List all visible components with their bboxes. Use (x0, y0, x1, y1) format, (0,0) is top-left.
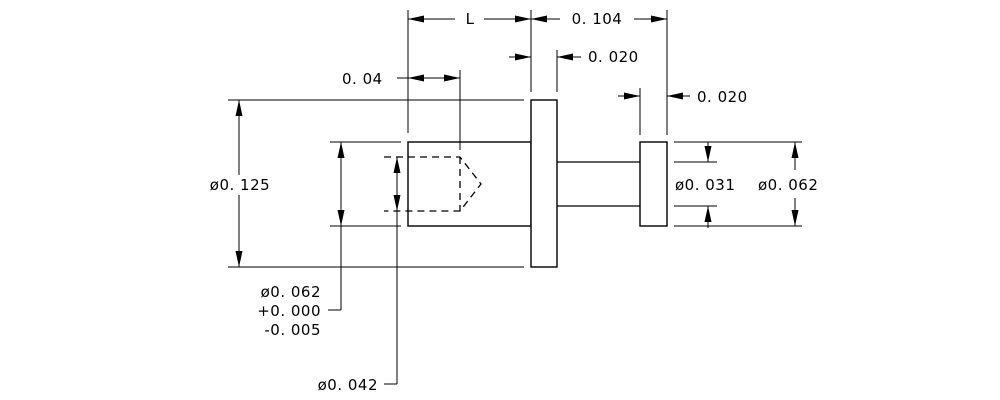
dim-head-diameter: ø0. 062 (758, 142, 818, 226)
extension-lines (228, 10, 802, 268)
dim-L-label: L (466, 10, 475, 28)
head (639, 141, 668, 227)
dim-flange-diameter: ø0. 125 (205, 100, 275, 267)
dim-flange-diameter-label: ø0. 125 (210, 176, 270, 194)
dim-body-tol-minus: -0. 005 (264, 321, 321, 339)
dim-drill-depth: 0. 04 (342, 70, 460, 88)
dim-body-diameter: ø0. 062 +0. 000 -0. 005 (257, 142, 345, 339)
dim-hole-diameter-label: ø0. 042 (318, 376, 378, 394)
dim-overall-right-label: 0. 104 (572, 10, 623, 28)
dim-head-thickness-label: 0. 020 (697, 88, 748, 106)
flange (530, 99, 558, 268)
dim-flange-thickness-label: 0. 020 (588, 48, 639, 66)
dim-body-tol-plus: +0. 000 (257, 302, 321, 320)
dim-flange-thickness: 0. 020 (509, 48, 639, 66)
drilled-hole-hidden (384, 156, 482, 212)
dim-shank-diameter: ø0. 031 (675, 142, 735, 228)
dim-overall-right: 0. 104 (531, 10, 667, 28)
dim-body-diameter-label: ø0. 062 (261, 283, 321, 301)
pin-body (407, 141, 532, 227)
dim-head-thickness: 0. 020 (618, 88, 748, 106)
dim-head-diameter-label: ø0. 062 (758, 176, 818, 194)
dim-shank-diameter-label: ø0. 031 (675, 176, 735, 194)
dim-hole-diameter: ø0. 042 (318, 157, 401, 394)
dim-L: L (408, 10, 531, 28)
dim-drill-depth-label: 0. 04 (342, 70, 383, 88)
